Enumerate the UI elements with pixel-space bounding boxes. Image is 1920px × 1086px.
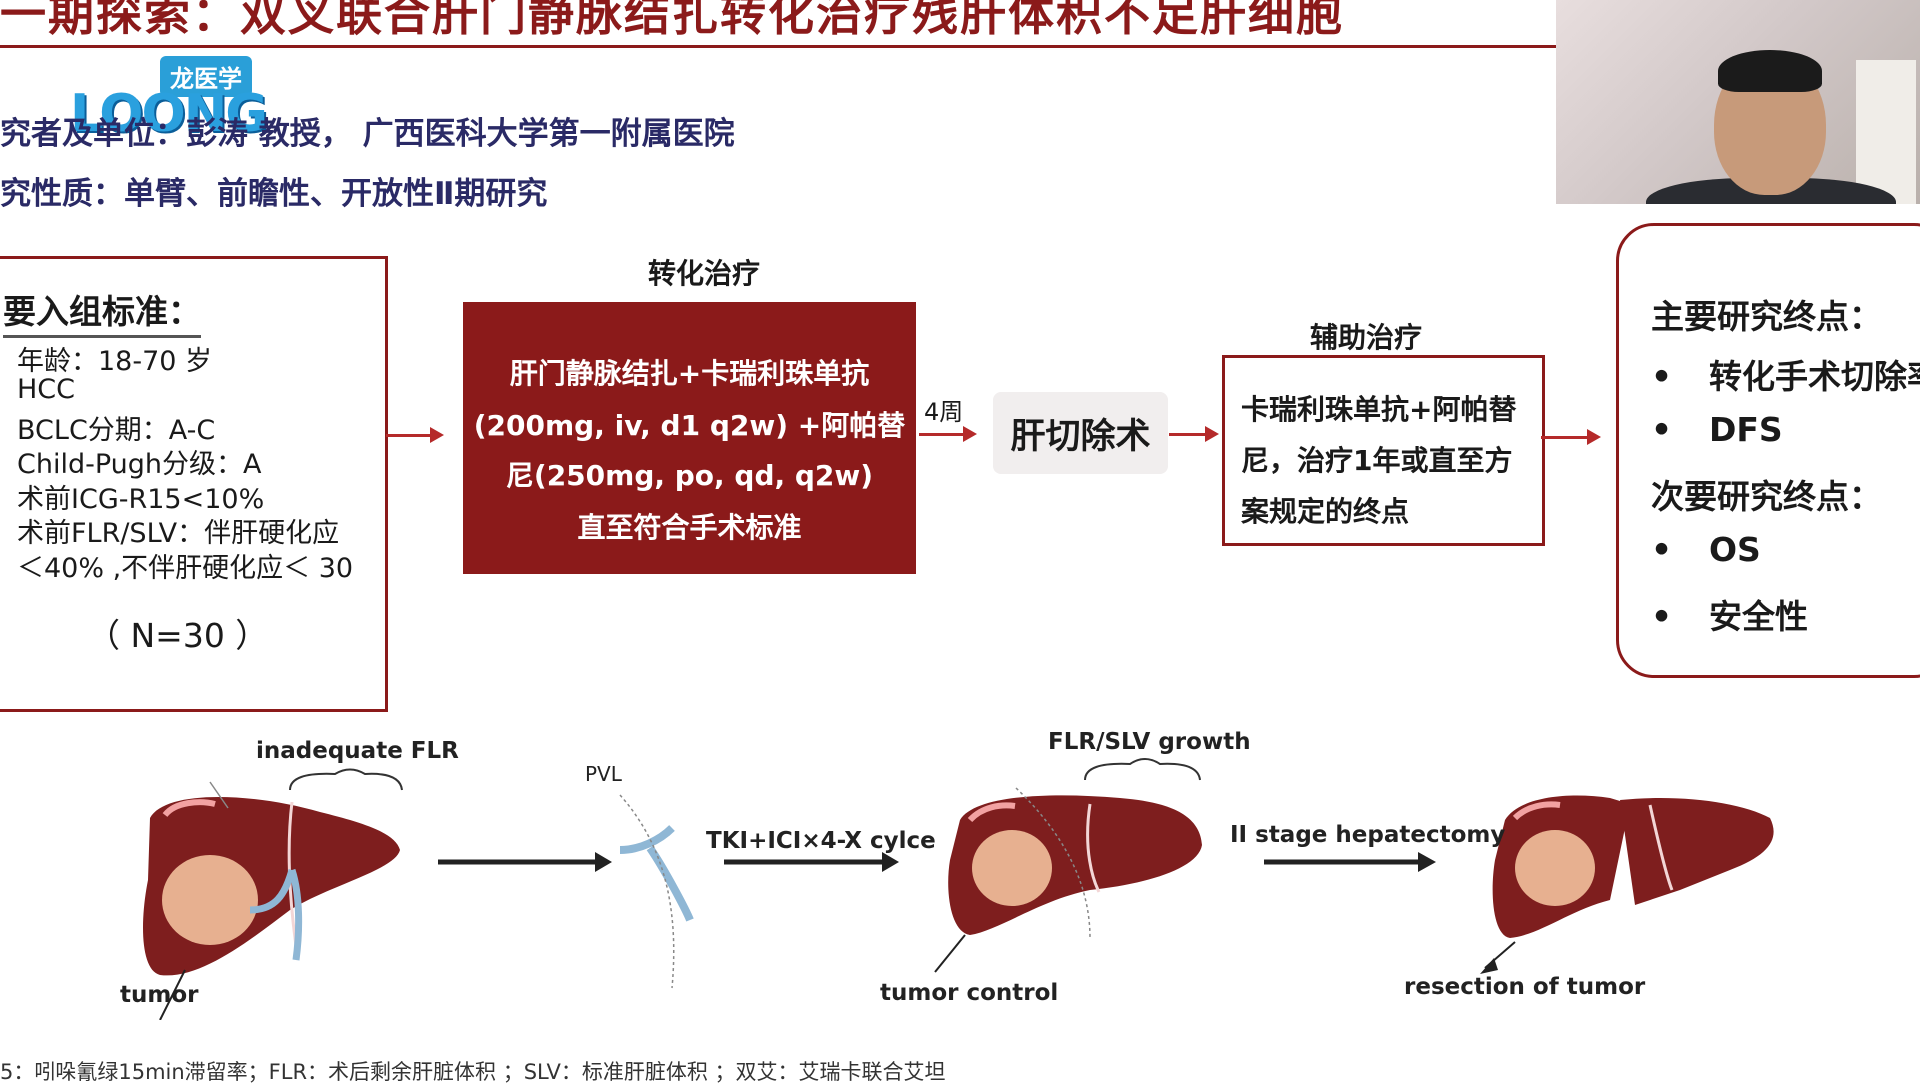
liver-resected-icon	[1492, 795, 1774, 938]
pvl-label: PVL	[585, 762, 622, 786]
endpoint-text: 转化手术切除率	[1709, 357, 1920, 396]
tki-cycle-label: TKI+ICI×4-X cylce	[706, 828, 936, 854]
endpoint-item: • OS	[1651, 530, 1761, 569]
slide-title: 一期探索：双叉联合肝门静脉结扎转化治疗残肝体积不足肝细胞	[0, 0, 1344, 36]
inclusion-title: 要入组标准：	[3, 285, 201, 338]
logo-badge: 龙医学	[160, 56, 252, 97]
flow-arrow-2	[919, 426, 977, 442]
inclusion-item: 术前ICG-R15<10%	[17, 484, 265, 515]
liver-regenerated-icon	[948, 787, 1202, 939]
inclusion-item: 年龄：18-70 岁	[17, 346, 213, 377]
investigator-line: 究者及单位：彭涛 教授， 广西医科大学第一附属医院	[0, 116, 735, 152]
endpoint-text: 安全性	[1709, 597, 1808, 636]
conversion-line: 肝门静脉结扎+卡瑞利珠单抗	[509, 357, 870, 390]
bullet: •	[1651, 530, 1673, 569]
inadequate-flr-label: inadequate FLR	[256, 738, 459, 764]
flow-arrow-3	[1169, 426, 1219, 442]
flow-arrow-1	[386, 427, 444, 443]
bullet: •	[1651, 597, 1673, 636]
adjuvant-line: 卡瑞利珠单抗+阿帕替	[1241, 393, 1517, 426]
endpoint-item: • 安全性	[1651, 590, 1808, 638]
inclusion-item: HCC	[17, 374, 76, 405]
adjuvant-line: 案规定的终点	[1241, 495, 1410, 528]
endpoint-text: DFS	[1709, 410, 1783, 449]
conversion-line: (200mg, iv, d1 q2w) +阿帕替	[473, 409, 906, 442]
endpoint-item: • DFS	[1651, 410, 1783, 449]
secondary-endpoints-title: 次要研究终点：	[1651, 477, 1882, 516]
sample-size: （ N=30 ）	[87, 616, 269, 655]
inclusion-item: BCLC分期：A-C	[17, 415, 216, 446]
stage2-hepatectomy-label: II stage hepatectomy	[1230, 822, 1506, 848]
liver-initial-icon	[143, 781, 400, 976]
bullet: •	[1651, 410, 1673, 449]
adjuvant-therapy-box: 卡瑞利珠单抗+阿帕替 尼，治疗1年或直至方 案规定的终点	[1222, 355, 1545, 546]
inclusion-item: 术前FLR/SLV：伴肝硬化应	[17, 518, 340, 549]
logo-wordmark: LOONG	[70, 84, 268, 144]
abbreviation-footnote: 5：吲哚氰绿15min滞留率；FLR：术后剩余肝脏体积 ；SLV：标准肝脏体积 …	[0, 1060, 946, 1084]
adjuvant-label: 辅助治疗	[1310, 321, 1423, 354]
conversion-line: 尼(250mg, po, qd, q2w)	[505, 459, 874, 492]
weeks-label: 4周	[924, 398, 964, 426]
flr-growth-label: FLR/SLV growth	[1048, 729, 1251, 755]
study-nature-line: 究性质：单臂、前瞻性、开放性Ⅱ期研究	[0, 176, 548, 212]
adjuvant-line: 尼，治疗1年或直至方	[1241, 444, 1513, 477]
procedure-schematic: inadequate FLR PVL TKI+ICI×4-X cylce FLR…	[0, 720, 1920, 1021]
tumor-control-label: tumor control	[880, 980, 1059, 1006]
webcam-video-feed	[1556, 0, 1920, 204]
endpoint-text: OS	[1709, 530, 1761, 569]
title-divider	[0, 45, 1556, 48]
conversion-therapy-box: 肝门静脉结扎+卡瑞利珠单抗 (200mg, iv, d1 q2w) +阿帕替 尼…	[463, 302, 916, 574]
webcam-presenter-hair	[1718, 50, 1822, 92]
inclusion-item: Child-Pugh分级：A	[17, 449, 262, 480]
flow-arrow-4	[1541, 429, 1601, 445]
inclusion-item: ＜40% ,不伴肝硬化应＜ 30	[17, 553, 354, 584]
hepatectomy-box: 肝切除术	[993, 392, 1168, 474]
loong-logo: 龙医学 LOONG	[30, 40, 268, 140]
webcam-background-shelf	[1856, 60, 1916, 204]
resection-label: resection of tumor	[1404, 974, 1646, 1000]
portal-vein-ligation-icon	[619, 794, 694, 989]
inclusion-criteria-box: 要入组标准： 年龄：18-70 岁 HCC BCLC分期：A-C Child-P…	[0, 256, 388, 712]
endpoints-box: 主要研究终点： • 转化手术切除率 • DFS 次要研究终点： • OS • 安全性	[1616, 223, 1920, 678]
tumor-label: tumor	[120, 982, 199, 1008]
conversion-line: 直至符合手术标准	[577, 511, 802, 544]
bullet: •	[1651, 357, 1673, 396]
schematic-drawing	[143, 758, 1774, 1021]
endpoint-item: • 转化手术切除率	[1651, 350, 1920, 398]
conversion-label: 转化治疗	[648, 257, 761, 290]
primary-endpoints-title: 主要研究终点：	[1651, 297, 1882, 336]
